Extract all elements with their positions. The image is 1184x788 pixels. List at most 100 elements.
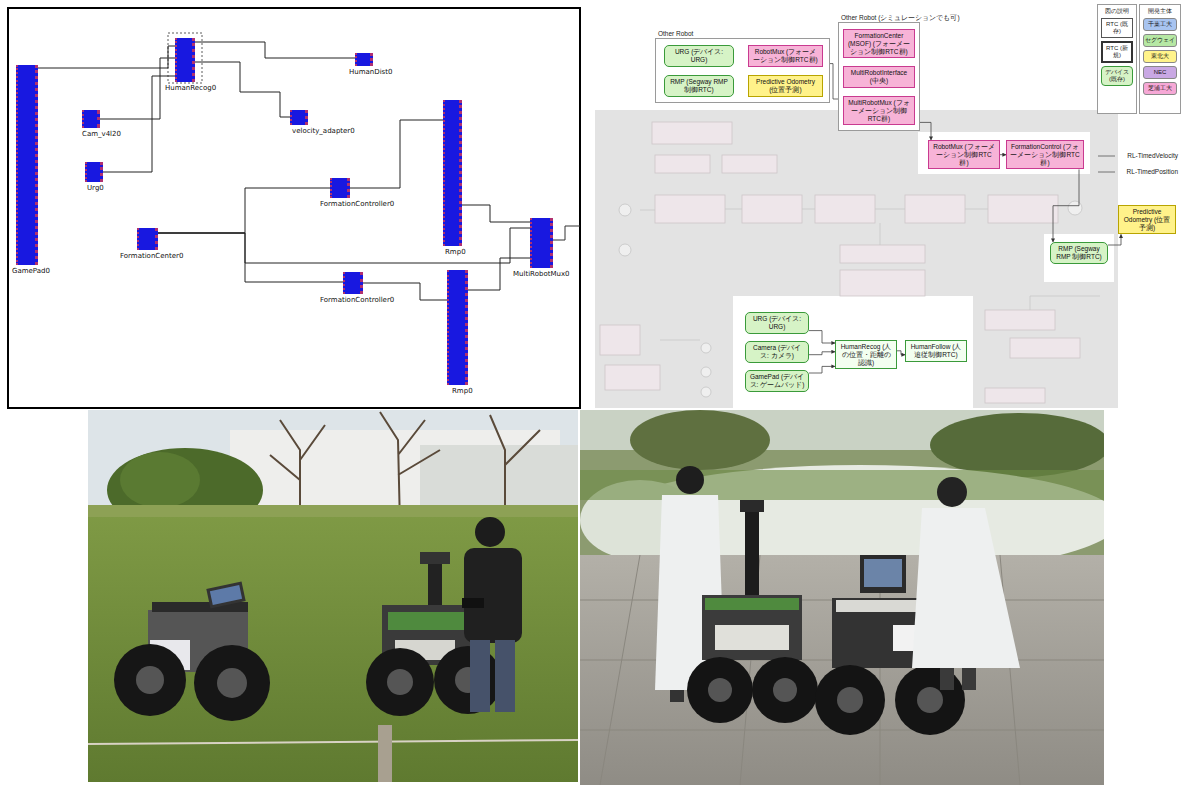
legend-key: デバイス (既存) [1101, 66, 1133, 86]
connector [103, 76, 175, 172]
legend-swatch: NEC [1143, 66, 1177, 79]
process-box: RobotMux (フォーメーション制御RTC群) [928, 140, 1000, 169]
signal-name: RL-TimedVelocity [1127, 152, 1178, 160]
photo-park [88, 410, 578, 782]
rtc-block: HumanRecog0 [175, 38, 195, 82]
process-box: HumanRecog (人の位置・距離の認識) [835, 340, 897, 369]
connector [1108, 234, 1121, 245]
component-name: HumanDist0 [349, 68, 392, 76]
rtc-block: Rmp0 [443, 100, 462, 246]
process-box: FormationControl (フォーメーション制御RTC群) [1006, 140, 1084, 169]
rtc-block: Urg0 [85, 162, 103, 182]
component-name: FormationCenter0 [120, 252, 183, 260]
box-text: RobotMux (フォーメーション制御RTC群) [752, 48, 819, 64]
process-box: URG (デバイス: URG) [664, 45, 734, 67]
legend-panel: 図の説明 RTC (既存) RTC (新規) デバイス (既存) 開発主体千葉工大セグウ… [1097, 4, 1181, 116]
box-text: URG (デバイス: URG) [749, 315, 805, 331]
box-text: URG (デバイス: URG) [668, 48, 730, 64]
photo-plaza [580, 410, 1104, 785]
legend-swatch: 東北大 [1143, 50, 1177, 63]
process-box: GamePad (デバイス: ゲームパッド) [745, 370, 809, 392]
connector [195, 42, 355, 58]
connector [100, 58, 175, 119]
box-text: FormationControl (フォーメーション制御RTC群) [1010, 143, 1080, 166]
wire [553, 226, 580, 240]
legend-text: NEC [1145, 69, 1175, 76]
box-text: HumanRecog (人の位置・距離の認識) [839, 343, 893, 366]
legend-text: セグウェイ [1145, 37, 1175, 44]
box-text: RMP (Segway RMP 制御RTC) [668, 78, 730, 94]
connector [897, 351, 905, 355]
box-text: RMP (Segway RMP 制御RTC) [1054, 245, 1104, 261]
process-box: URG (デバイス: URG) [745, 312, 809, 334]
group-heading: Other Robot (シミュレーションでも可) [841, 14, 960, 22]
component-name: velocity_adapter0 [292, 127, 355, 135]
process-box: RMP (Segway RMP 制御RTC) [664, 75, 734, 97]
rtc-block: velocity_adapter0 [290, 110, 308, 125]
box-text: MultiRobotMux (フォーメーション制御RTC群) [847, 99, 911, 122]
component-name: Rmp0 [445, 248, 466, 256]
box-text: HumanFollow (人追従制御RTC) [909, 343, 963, 359]
component-name: Urg0 [87, 184, 104, 192]
signal-name: RL-TimedPosition [1127, 168, 1178, 176]
process-box: HumanFollow (人追従制御RTC) [905, 340, 967, 362]
panel-frame [8, 8, 580, 408]
connector [158, 228, 530, 263]
rtc-block: HumanDist0 [355, 53, 373, 66]
connector [158, 188, 330, 233]
connector [158, 233, 343, 282]
connector [809, 366, 835, 373]
process-box: Predictive Odometry (位置予測) [748, 75, 823, 97]
component-name: MultiRobotMux0 [513, 270, 570, 278]
group-box: Other Robot (シミュレーションでも可)FormationCenter… [838, 22, 920, 131]
component-name: HumanRecog0 [165, 84, 216, 92]
box-text: Camera (デバイス: カメラ) [749, 344, 805, 360]
component-name: Cam_v4l20 [82, 130, 121, 138]
connector [809, 352, 835, 355]
process-box: MultiRobotInterface (中央) [843, 66, 915, 88]
legend-text: 芝浦工大 [1145, 85, 1175, 92]
component-name: GamePad0 [12, 267, 50, 275]
component-name: FormationController0 [320, 200, 394, 208]
legend-heading: 開発主体 [1142, 7, 1178, 15]
process-box: Camera (デバイス: カメラ) [745, 341, 809, 363]
rtc-block: MultiRobotMux0 [530, 218, 553, 268]
connector [809, 331, 835, 343]
group-box: Other RobotURG (デバイス: URG)RMP (Segway RM… [655, 38, 830, 103]
process-box: FormationCenter (MSOF) (フォーメーション制御RTC群) [843, 29, 915, 58]
legend-text: 千葉工大 [1145, 21, 1175, 28]
process-box: RMP (Segway RMP 制御RTC) [1050, 242, 1108, 264]
legend-text: 東北大 [1145, 53, 1175, 60]
legend-swatch: セグウェイ [1143, 34, 1177, 47]
rtc-block: Cam_v4l20 [82, 110, 100, 128]
legend-column: 開発主体千葉工大セグウェイ東北大 NEC 芝浦工大 [1139, 4, 1181, 114]
connector [462, 205, 530, 222]
box-text: Predictive Odometry (位置予測) [752, 78, 819, 94]
legend-heading: 図の説明 [1100, 7, 1134, 15]
faded-diagram [595, 110, 1118, 408]
process-box: Predictive Odometry (位置予測) [1118, 205, 1176, 234]
component-name: Rmp0 [452, 387, 473, 395]
process-box: RobotMux (フォーメーション制御RTC群) [748, 45, 823, 67]
box-text: MultiRobotInterface (中央) [847, 69, 911, 85]
connector [38, 46, 175, 68]
rtc-block: Rmp0 [447, 270, 468, 385]
connector [1053, 169, 1079, 242]
box-text: RobotMux (フォーメーション制御RTC群) [932, 143, 996, 166]
box-text: GamePad (デバイス: ゲームパッド) [749, 373, 805, 389]
component-name: FormationController0 [320, 296, 394, 304]
legend-swatch: 千葉工大 [1143, 18, 1177, 31]
rtc-block: FormationController0 [343, 272, 363, 294]
box-text: Predictive Odometry (位置予測) [1122, 208, 1172, 231]
legend-column: 図の説明 RTC (既存) RTC (新規) デバイス (既存) [1097, 4, 1137, 114]
connector [350, 120, 443, 188]
legend-key: RTC (新規) [1101, 41, 1133, 63]
rtc-block: GamePad0 [16, 65, 38, 265]
legend-key: RTC (既存) [1101, 18, 1133, 38]
group-heading: Other Robot [658, 30, 693, 38]
rtc-block: FormationController0 [330, 178, 350, 198]
rtc-block: FormationCenter0 [137, 228, 158, 250]
